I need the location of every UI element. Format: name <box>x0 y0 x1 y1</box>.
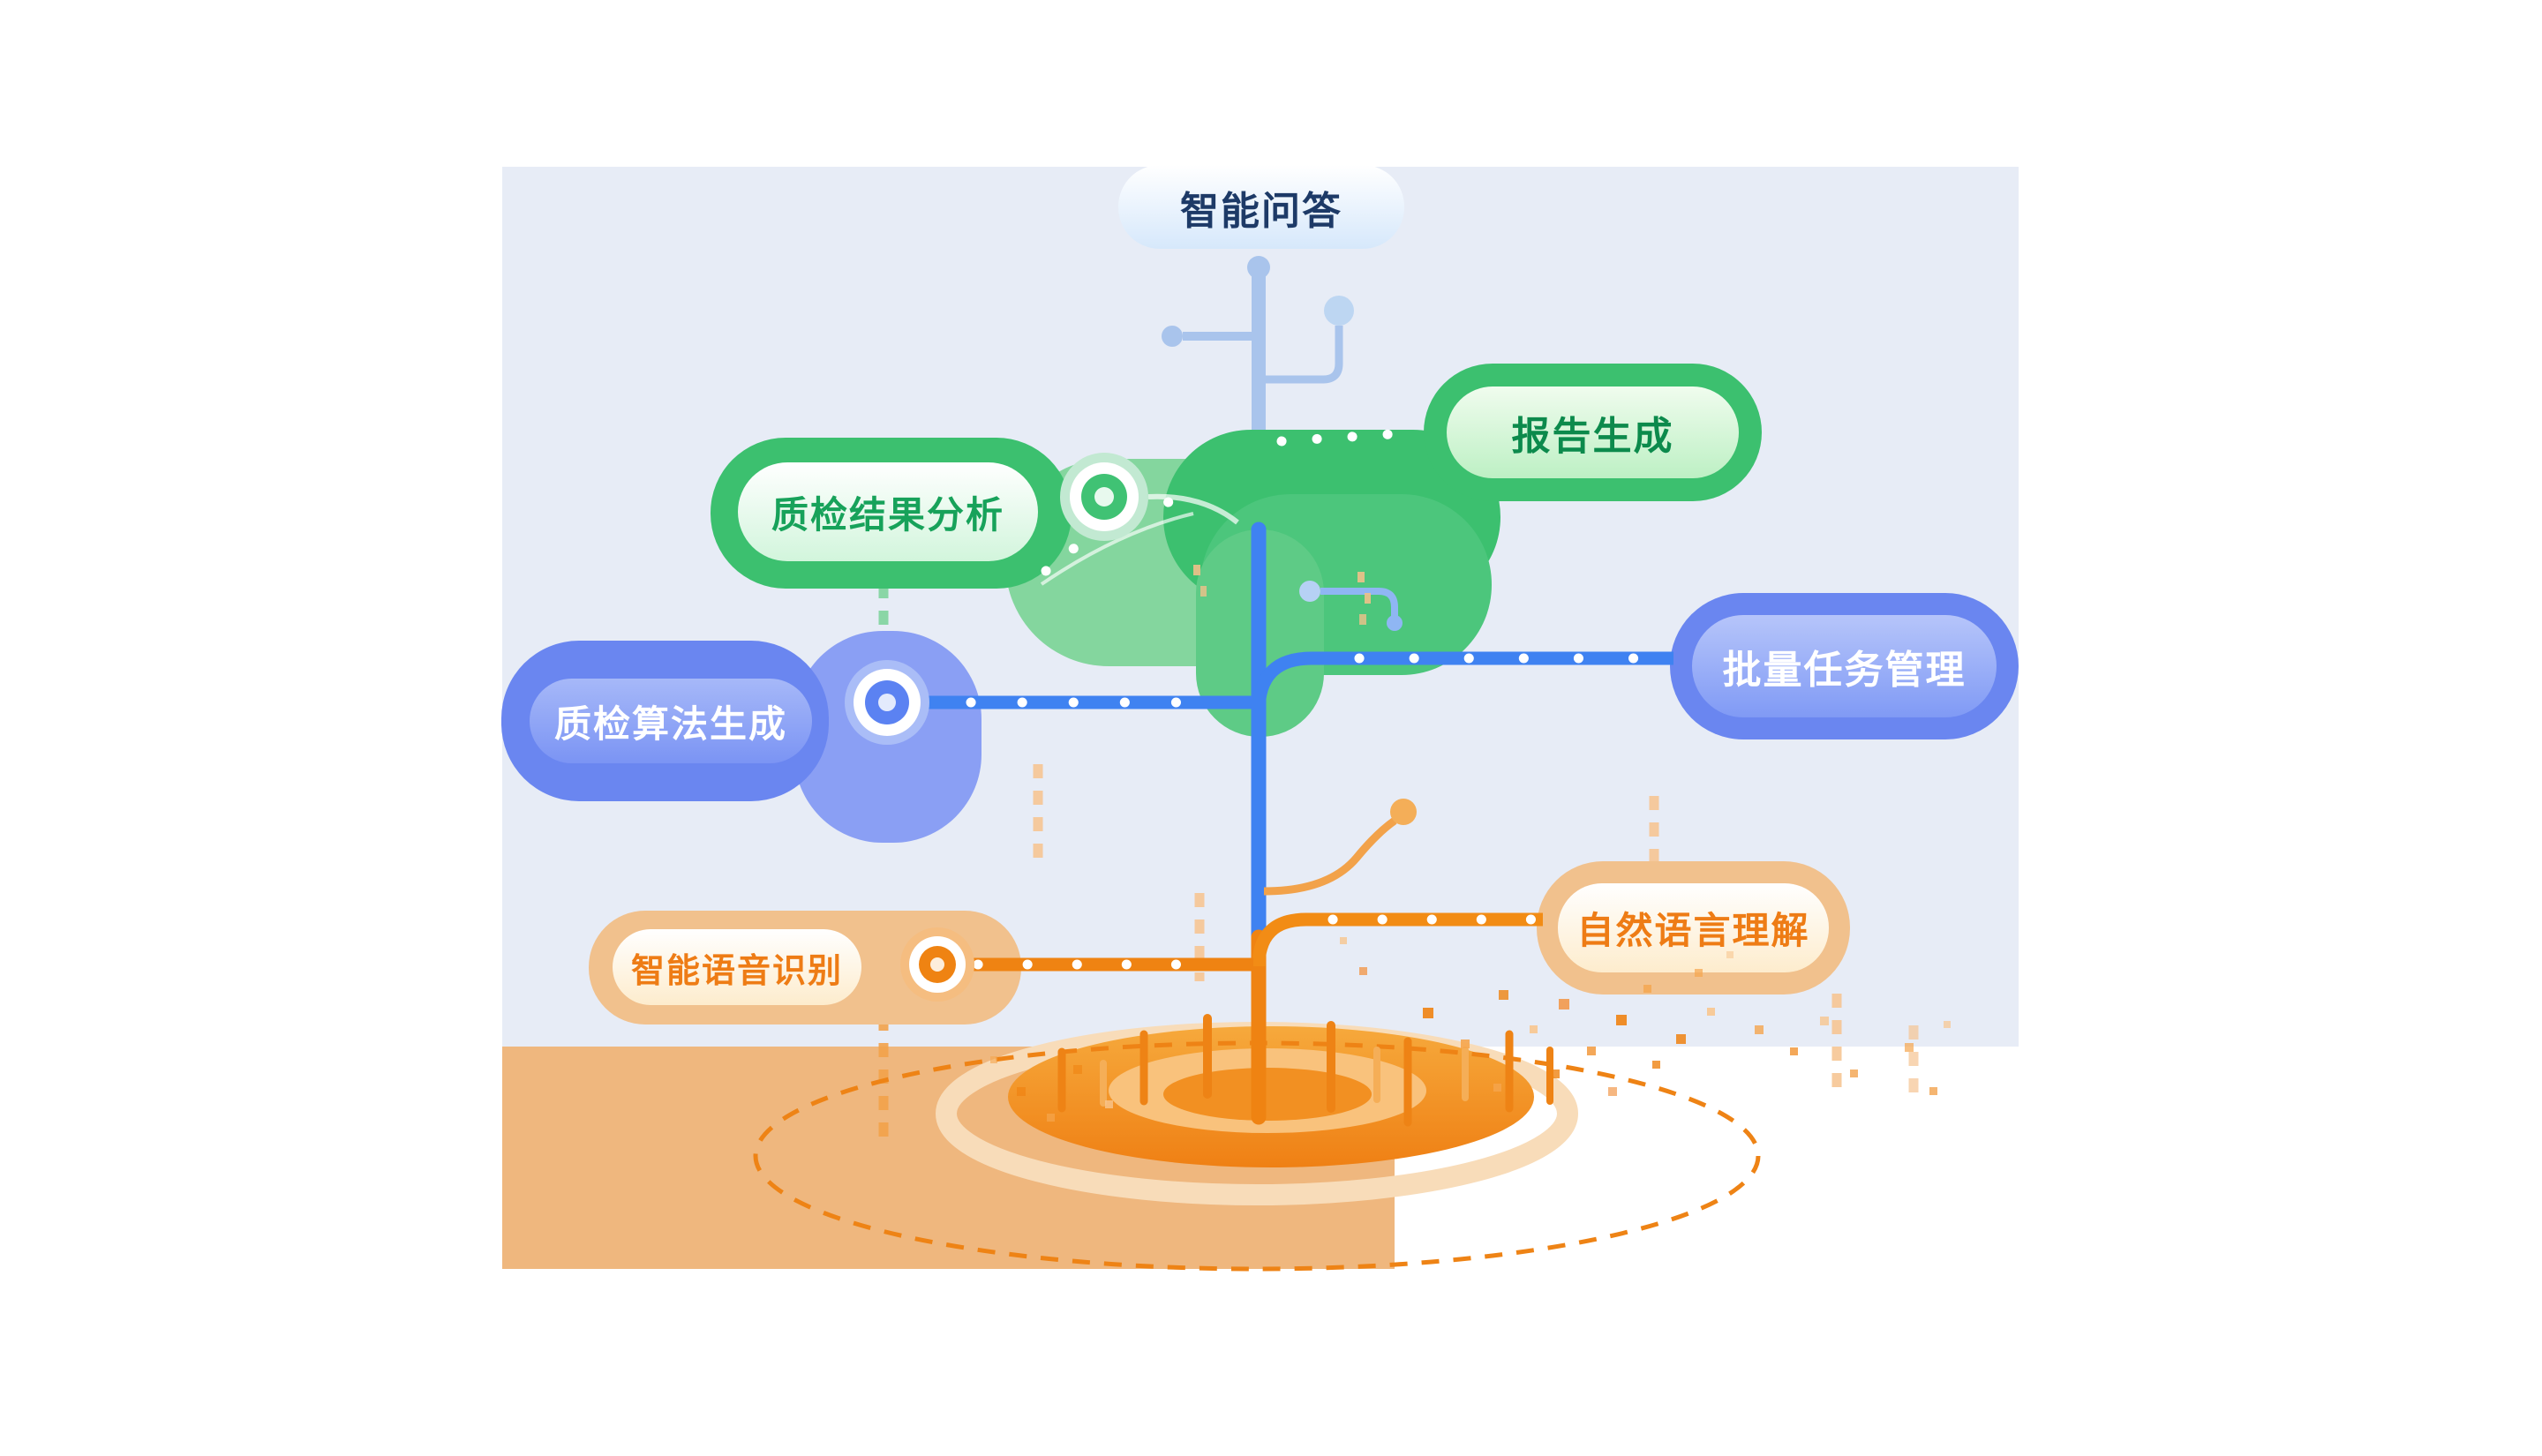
green-node-circle-icon <box>1060 453 1148 541</box>
node-asr-label: 智能语音识别 <box>630 952 843 990</box>
node-batch-task-management-label: 批量任务管理 <box>1722 649 1967 692</box>
node-qc-result-analysis-label: 质检结果分析 <box>771 493 1004 536</box>
pill-report-inner <box>1447 387 1739 478</box>
dotted-line-to-report <box>1276 427 1425 447</box>
twig-orange-curl <box>1263 817 1397 896</box>
ground-mound-core <box>1163 1068 1372 1121</box>
pill-algo-inner <box>530 679 812 763</box>
blue-node-circle-icon <box>845 660 929 745</box>
branch-orange-right <box>1252 912 1543 967</box>
node-nlu-label: 自然语言理解 <box>1576 910 1810 951</box>
node-circles <box>845 453 1148 1002</box>
ground-sticks <box>1057 1014 1553 1127</box>
twig-circle-blue <box>1299 581 1320 602</box>
pill-qa <box>1118 165 1404 249</box>
tree-branches <box>887 427 1673 972</box>
orange-node-circle-icon <box>900 927 974 1002</box>
thin-white-curve <box>1040 512 1194 586</box>
node-report-generation-label: 报告生成 <box>1511 415 1674 458</box>
pill-qc-result-inner <box>738 462 1038 561</box>
confetti-dots <box>990 565 1951 1122</box>
pill-asr-inner <box>613 929 861 1005</box>
branch-blue-right <box>1252 651 1673 712</box>
pill-nlu-inner <box>1558 883 1829 972</box>
node-qc-algorithm-generation-label: 质检算法生成 <box>553 702 787 745</box>
node-qa-label: 智能问答 <box>1180 189 1342 233</box>
pill-batch-inner <box>1692 615 1997 717</box>
node-connector-curve <box>1147 493 1239 525</box>
twig-circle-orange <box>1390 799 1417 825</box>
